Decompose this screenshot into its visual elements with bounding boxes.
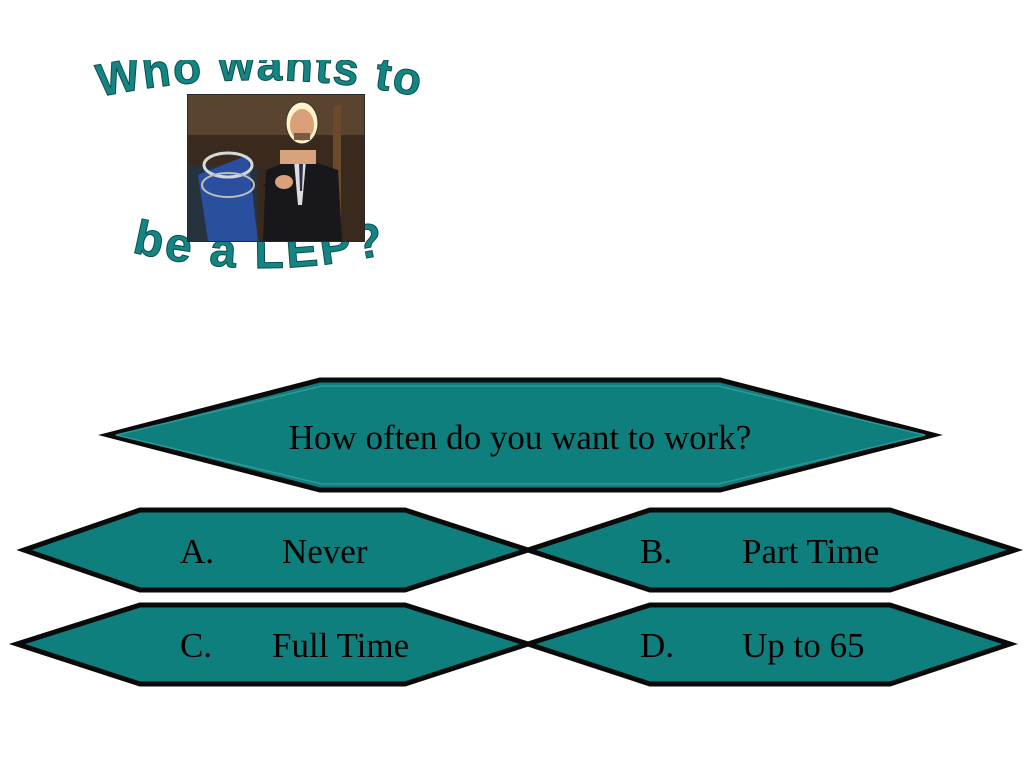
answer-b-letter: B. bbox=[640, 532, 673, 571]
answer-d-text: Up to 65 bbox=[742, 626, 865, 665]
question-panel bbox=[98, 377, 943, 493]
host-photo bbox=[187, 94, 365, 242]
answer-c-letter: C. bbox=[180, 626, 213, 665]
answer-b-text: Part Time bbox=[742, 532, 880, 571]
answer-d-panel[interactable] bbox=[519, 602, 1018, 687]
answer-c-text: Full Time bbox=[272, 626, 410, 665]
question-text: How often do you want to work? bbox=[288, 418, 752, 457]
answer-d-letter: D. bbox=[640, 626, 675, 665]
answer-a-text: Never bbox=[282, 532, 368, 571]
game-logo: Who wants to be a LEP? bbox=[55, 60, 475, 290]
answer-b-panel[interactable] bbox=[519, 507, 1024, 593]
answer-a-panel[interactable] bbox=[16, 507, 537, 593]
answer-a-letter: A. bbox=[180, 532, 215, 571]
